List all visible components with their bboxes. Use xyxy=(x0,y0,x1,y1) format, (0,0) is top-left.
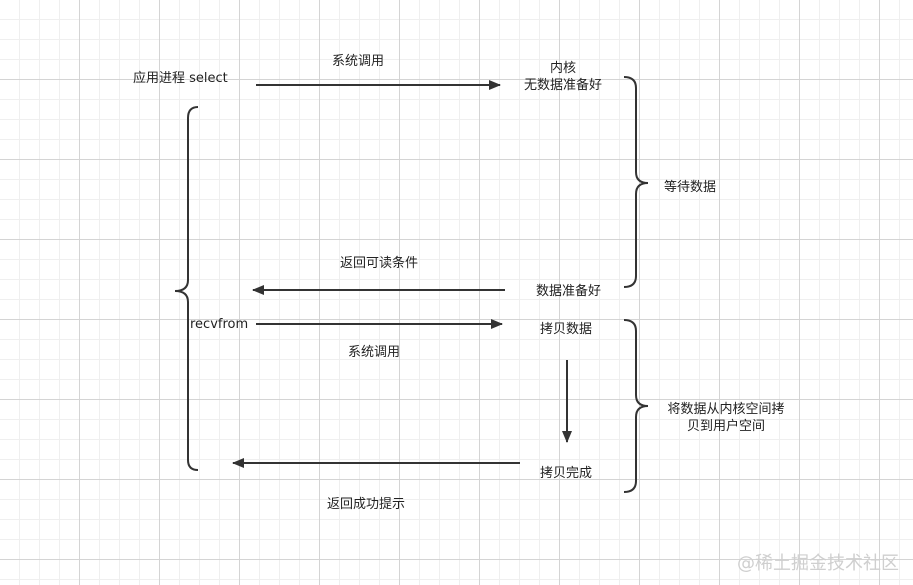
label-return-readable: 返回可读条件 xyxy=(340,256,419,271)
label-copy-desc-line2: 贝到用户空间 xyxy=(686,419,765,434)
label-syscall-1: 系统调用 xyxy=(332,54,385,69)
label-data-ready: 数据准备好 xyxy=(536,284,602,299)
label-copy-done: 拷贝完成 xyxy=(540,466,593,481)
right-brace-wait xyxy=(623,76,649,288)
label-copy-desc: 将数据从内核空间拷 贝到用户空间 xyxy=(660,401,792,435)
label-app-select: 应用进程 select xyxy=(133,71,228,86)
label-copy-desc-line1: 将数据从内核空间拷 xyxy=(667,402,785,417)
label-kernel-line2: 无数据准备好 xyxy=(523,78,602,93)
label-recvfrom: recvfrom xyxy=(190,317,249,332)
label-kernel: 内核 无数据准备好 xyxy=(500,60,626,94)
left-brace xyxy=(174,106,199,471)
right-brace-copy xyxy=(623,319,649,493)
watermark: @稀土掘金技术社区 xyxy=(737,553,899,574)
label-copy-data: 拷贝数据 xyxy=(540,322,593,337)
label-syscall-2: 系统调用 xyxy=(348,345,401,360)
label-kernel-line1: 内核 xyxy=(549,61,576,76)
label-return-success: 返回成功提示 xyxy=(327,497,406,512)
label-wait-data: 等待数据 xyxy=(664,180,717,195)
